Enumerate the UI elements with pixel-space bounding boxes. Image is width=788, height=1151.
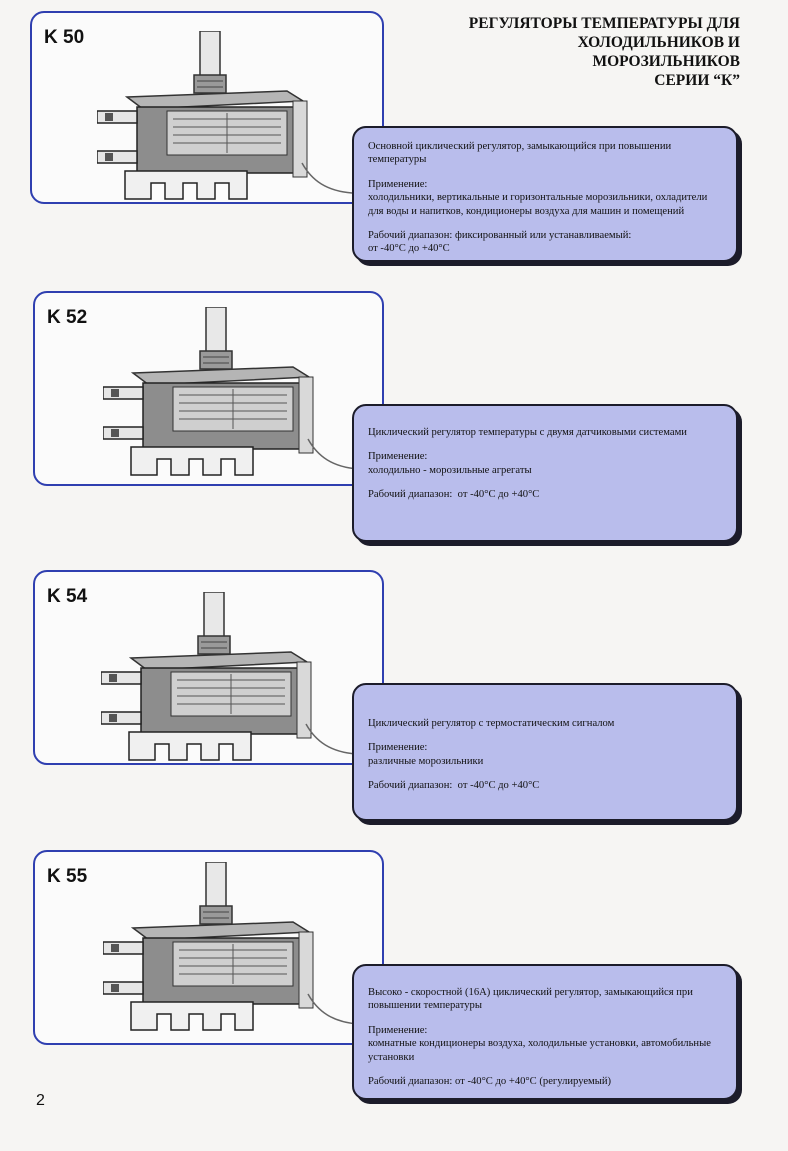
description-box-k50: Основной циклический регулятор, замыкающ… — [352, 126, 738, 262]
application-text: холодильники, вертикальные и горизонталь… — [368, 192, 708, 217]
application-text: различные морозильники — [368, 755, 484, 767]
application-text: комнатные кондиционеры воздуха, холодиль… — [368, 1038, 711, 1063]
description-box-k55: Высоко - скоростной (16А) циклический ре… — [352, 964, 738, 1100]
application-block: Применение:холодильно - морозильные агре… — [368, 450, 722, 477]
thermostat-photo — [97, 31, 353, 200]
application-text: холодильно - морозильные агрегаты — [368, 464, 532, 476]
range-block: Рабочий диапазон: от -40°C до +40°C (рег… — [368, 1075, 722, 1088]
range-text: от -40°C до +40°C (регулируемый) — [455, 1076, 612, 1088]
model-label: K 52 — [47, 307, 88, 328]
model-label: K 54 — [47, 586, 88, 607]
product-card-k54: K 54 — [33, 570, 384, 765]
application-label: Применение: — [368, 1024, 428, 1036]
product-card-k55: K 55 — [33, 850, 384, 1045]
model-label: K 55 — [47, 866, 88, 887]
range-label: Рабочий диапазон: — [368, 489, 453, 501]
page-title: РЕГУЛЯТОРЫ ТЕМПЕРАТУРЫ ДЛЯ ХОЛОДИЛЬНИКОВ… — [410, 14, 740, 90]
range-text: от -40°C до +40°C — [457, 780, 540, 792]
thermostat-photo — [103, 307, 359, 476]
description-box-k52: Циклический регулятор температуры с двум… — [352, 404, 738, 542]
range-block: Рабочий диапазон: от -40°C до +40°C — [368, 779, 722, 792]
description-text: Циклический регулятор с термостатическим… — [368, 718, 615, 729]
product-card-k50: K 50 — [30, 11, 384, 204]
application-block: Применение: комнатные кондиционеры воздух… — [368, 1024, 722, 1064]
thermostat-photo — [103, 862, 359, 1031]
application-label: Применение: — [368, 178, 428, 190]
application-label: Применение: — [368, 742, 428, 754]
title-line: СЕРИИ “К” — [654, 72, 740, 89]
title-line: РЕГУЛЯТОРЫ ТЕМПЕРАТУРЫ ДЛЯ — [468, 15, 740, 32]
range-block: Рабочий диапазон: от -40°C до +40°C — [368, 488, 722, 501]
range-label: Рабочий диапазон: фиксированный или уста… — [368, 230, 632, 242]
title-line: ХОЛОДИЛЬНИКОВ И — [577, 34, 740, 51]
range-label: Рабочий диапазон: — [368, 780, 453, 792]
range-text: от -40°C до +40°C — [368, 243, 450, 255]
description-text: Высоко - скоростной (16А) циклический ре… — [368, 987, 693, 1012]
application-block: Применение: холодильники, вертикальные и … — [368, 178, 722, 218]
title-line: МОРОЗИЛЬНИКОВ — [592, 53, 740, 70]
page-number: 2 — [36, 1092, 45, 1109]
model-label: K 50 — [44, 27, 85, 48]
description-text: Основной циклический регулятор, замыкающ… — [368, 141, 672, 166]
application-block: Применение:различные морозильники — [368, 741, 722, 768]
thermostat-photo — [101, 592, 357, 761]
application-label: Применение: — [368, 451, 428, 463]
product-card-k52: K 52 — [33, 291, 384, 486]
range-text: от -40°C до +40°C — [457, 489, 540, 501]
description-text: Циклический регулятор температуры с двум… — [368, 427, 687, 438]
range-block: Рабочий диапазон: фиксированный или уста… — [368, 229, 722, 256]
description-box-k54: Циклический регулятор с термостатическим… — [352, 683, 738, 821]
range-label: Рабочий диапазон: — [368, 1076, 453, 1088]
